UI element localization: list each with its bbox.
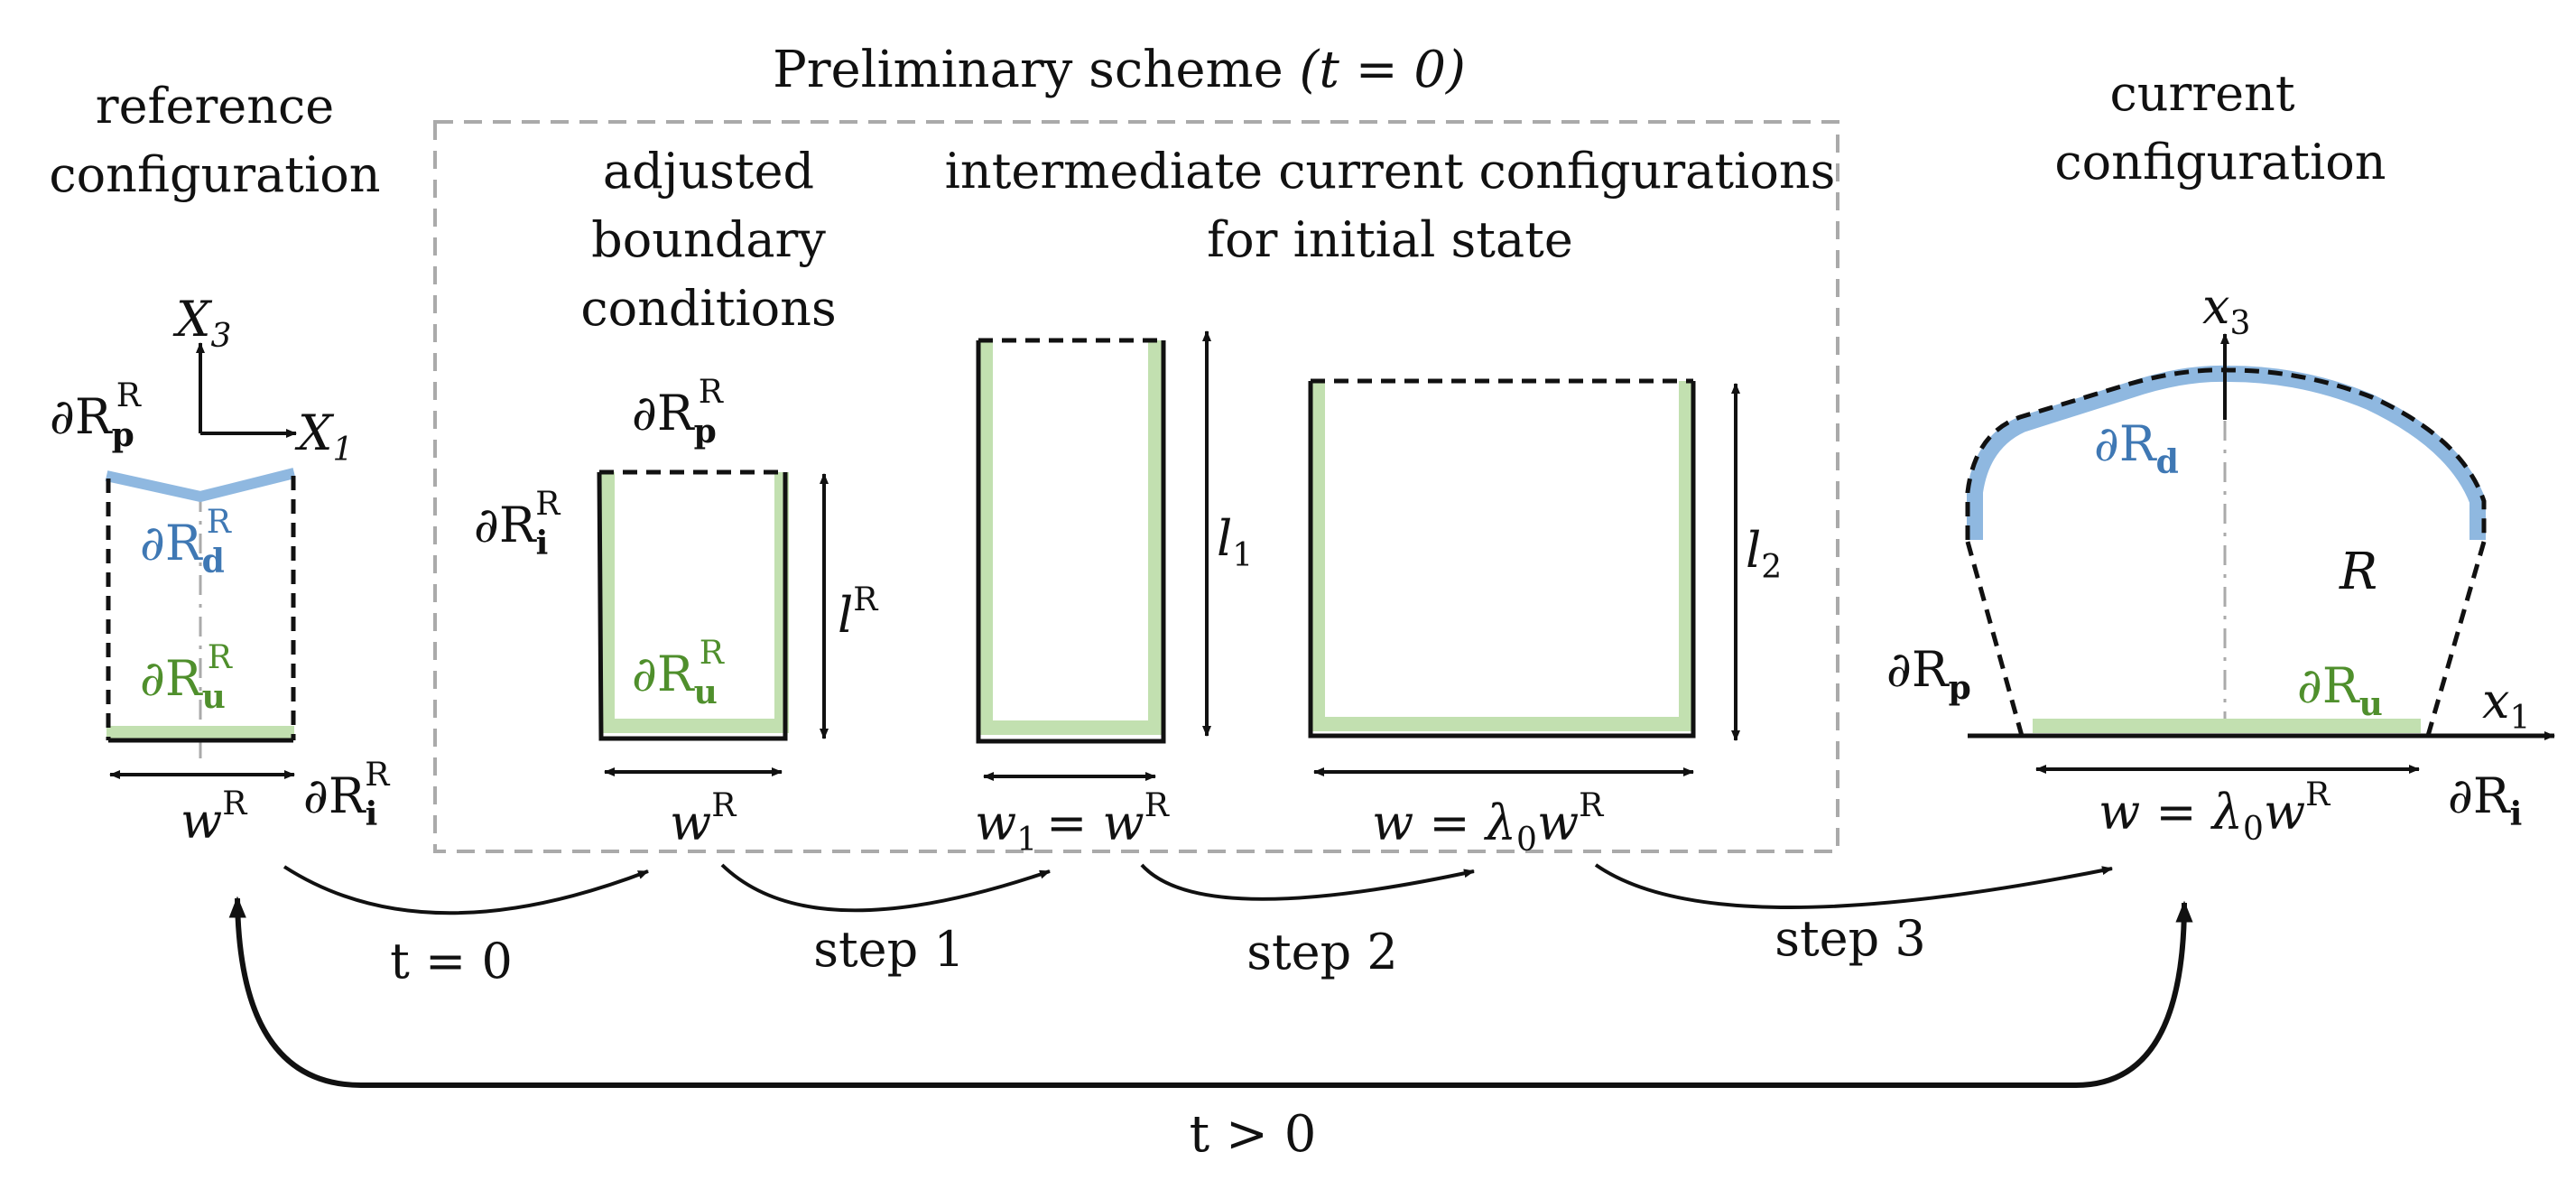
arrow-t-positive	[228, 896, 2193, 1088]
adjusted-bc-label-3: conditions	[580, 280, 836, 337]
adjusted-bc-label-1: adjusted	[603, 143, 814, 200]
adjusted-length-label: lR	[838, 581, 878, 644]
reference-boundary-u: ∂RuR	[140, 639, 233, 716]
reference-body	[105, 468, 296, 758]
arrow-t0-label: t = 0	[390, 933, 513, 990]
reference-boundary-d: ∂RdR	[140, 504, 232, 581]
current-axis-x1-label: x1	[2482, 673, 2530, 737]
step1-width-label: w1= wR	[975, 787, 1170, 859]
current-title-2: configuration	[2054, 134, 2386, 190]
arrow-step1	[720, 863, 1051, 913]
arrow-step1-label: step 1	[813, 921, 964, 978]
step1-body	[976, 338, 1166, 744]
adjusted-width-label: wR	[670, 787, 737, 851]
reference-axis-x1-label: X1	[294, 404, 353, 469]
preliminary-scheme-title: Preliminary scheme (t = 0)	[773, 41, 1466, 99]
intermediate-label-2: for initial state	[1207, 211, 1573, 268]
reference-axes	[196, 342, 297, 438]
reference-axis-x3-label: X3	[172, 291, 231, 355]
arrow-t0	[283, 865, 649, 915]
current-boundary-i: ∂Ri	[2448, 767, 2522, 833]
reference-boundary-p: ∂RpR	[50, 377, 142, 454]
current-boundary-p: ∂Rp	[1886, 641, 1971, 707]
arrow-step2	[1140, 863, 1475, 901]
current-title-1: current	[2109, 65, 2294, 122]
current-boundary-d: ∂Rd	[2094, 415, 2179, 481]
reference-width-label: wR	[181, 785, 247, 850]
current-axis-x3-label: x3	[2202, 278, 2250, 342]
adjusted-bc-label-2: boundary	[591, 211, 826, 268]
step2-width-label: w = λ0wR	[1372, 787, 1604, 859]
adjusted-boundary-i: ∂RiR	[474, 486, 561, 562]
step2-body	[1308, 378, 1696, 739]
arrow-step2-label: step 2	[1246, 924, 1397, 980]
current-body	[1965, 333, 2555, 740]
reference-title-2: configuration	[49, 146, 380, 203]
preliminary-scheme-box	[433, 120, 1839, 853]
arrow-t-positive-label: t > 0	[1190, 1105, 1317, 1164]
reference-title-1: reference	[96, 78, 334, 135]
adjusted-boundary-p: ∂RpR	[632, 374, 724, 451]
reference-boundary-i: ∂RiR	[303, 757, 390, 833]
adjusted-body	[597, 469, 789, 741]
current-boundary-u: ∂Ru	[2297, 657, 2383, 723]
intermediate-label-1: intermediate current configurations	[945, 143, 1836, 200]
arrow-step3-label: step 3	[1774, 910, 1925, 967]
step2-length-label: l2	[1746, 522, 1782, 586]
current-width-label: w = λ0wR	[2099, 776, 2330, 848]
adjusted-boundary-u: ∂RuR	[632, 635, 725, 711]
arrow-step3	[1594, 863, 2113, 910]
current-region-label: R	[2339, 543, 2377, 601]
step1-length-label: l1	[1217, 510, 1253, 574]
